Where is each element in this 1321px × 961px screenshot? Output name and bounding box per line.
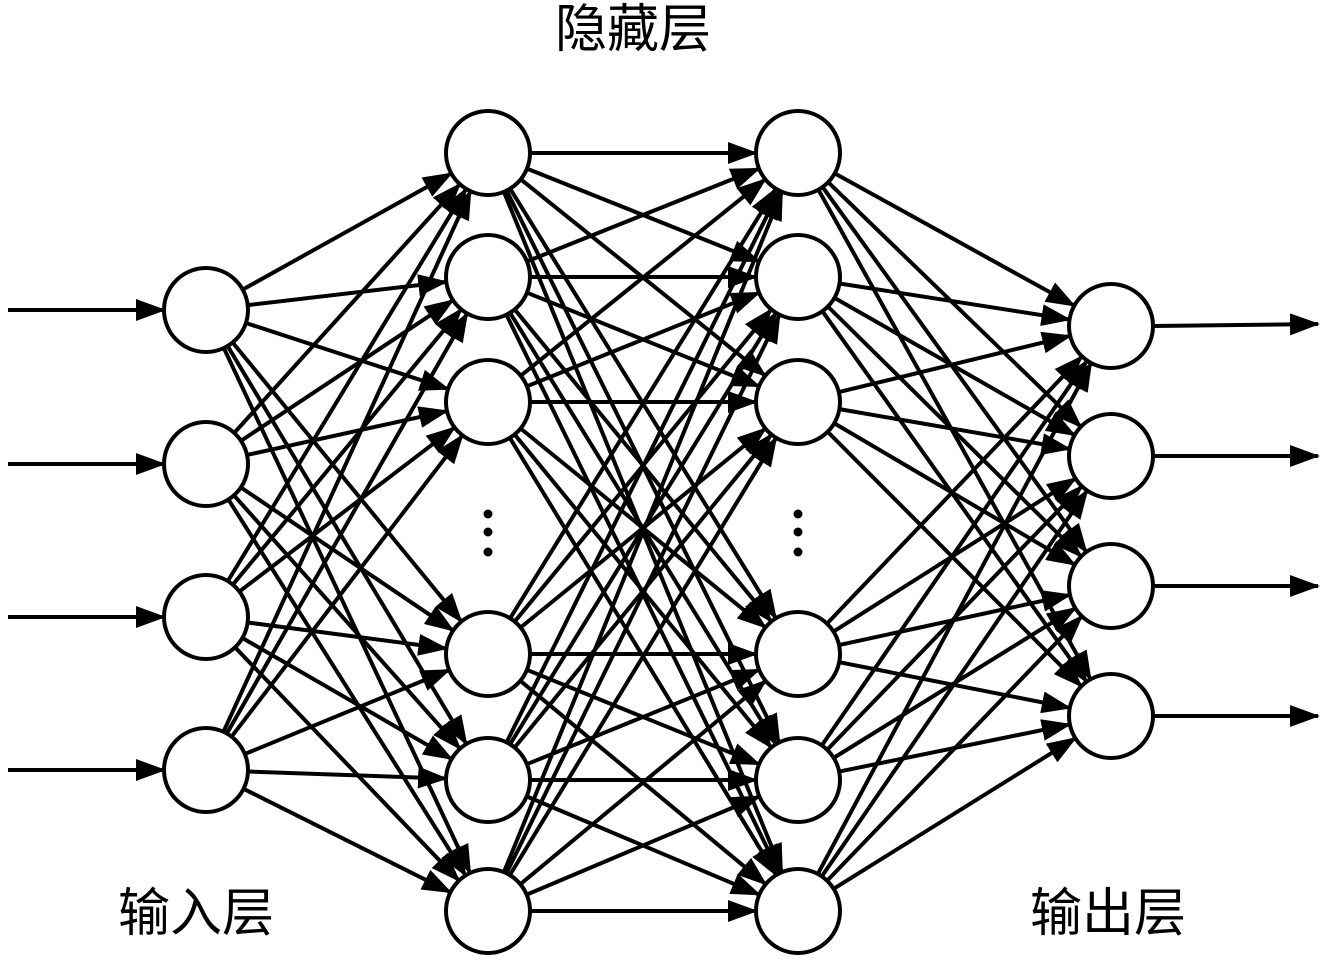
neuron-hidden-1-2 bbox=[444, 358, 532, 446]
connection-0-2-4 bbox=[241, 636, 454, 761]
neuron-output-2 bbox=[1067, 542, 1155, 630]
connection-0-3-2 bbox=[229, 433, 465, 738]
connection-2-2-2 bbox=[833, 421, 1077, 567]
connection-0-2-2 bbox=[238, 425, 457, 594]
ellipsis-dot-hidden-1-1 bbox=[483, 527, 493, 537]
connection-0-0-2 bbox=[245, 321, 450, 391]
connection-0-1-5 bbox=[226, 498, 468, 878]
neuron-hidden-1-3 bbox=[444, 610, 532, 698]
connection-2-5-0 bbox=[816, 361, 1093, 875]
connection-1-5-1 bbox=[504, 312, 782, 875]
io-arrows bbox=[8, 299, 1320, 781]
connection-1-5-4 bbox=[525, 794, 762, 897]
connection-0-2-3 bbox=[247, 620, 449, 656]
neuron-hidden-1-4 bbox=[444, 736, 532, 824]
neuron-hidden-2-4 bbox=[754, 736, 842, 824]
neuron-hidden-2-1 bbox=[754, 233, 842, 321]
connection-0-0-1 bbox=[247, 274, 449, 308]
ellipsis-dot-hidden-2-1 bbox=[793, 527, 803, 537]
neuron-output-0 bbox=[1067, 282, 1155, 370]
connection-0-2-5 bbox=[233, 645, 461, 883]
connection-2-4-0 bbox=[820, 358, 1089, 747]
connection-1-5-2 bbox=[508, 436, 778, 877]
connection-1-1-0 bbox=[526, 166, 761, 264]
neuron-hidden-2-3 bbox=[754, 610, 842, 698]
ellipsis-dot-hidden-2-0 bbox=[793, 509, 803, 519]
connection-2-1-3 bbox=[820, 310, 1089, 684]
connection-2-0-1 bbox=[826, 180, 1083, 429]
neuron-hidden-2-0 bbox=[754, 109, 842, 197]
input-layer-label: 输入层 bbox=[118, 884, 275, 944]
connection-0-3-1 bbox=[225, 311, 469, 735]
connection-2-0-2 bbox=[820, 185, 1089, 554]
connection-2-5-3 bbox=[832, 736, 1078, 891]
hidden-layer-label: 隐藏层 bbox=[555, 0, 712, 60]
connection-0-0-3 bbox=[231, 341, 463, 624]
neuron-hidden-2-2 bbox=[754, 358, 842, 446]
output-layer-label: 输出层 bbox=[1030, 884, 1187, 944]
neuron-input-0 bbox=[162, 266, 250, 354]
neuron-input-1 bbox=[162, 420, 250, 508]
output-arrow-0 bbox=[1152, 313, 1320, 336]
connection-0-2-0 bbox=[226, 187, 468, 583]
connection-0-3-5 bbox=[242, 786, 453, 895]
connection-2-0-0 bbox=[833, 171, 1076, 308]
neuron-hidden-1-0 bbox=[444, 109, 532, 197]
neuron-input-2 bbox=[162, 573, 250, 661]
connection-1-5-0 bbox=[502, 190, 784, 873]
connection-0-0-0 bbox=[241, 171, 454, 292]
connection-0-1-0 bbox=[232, 182, 462, 435]
connection-0-1-3 bbox=[239, 485, 455, 633]
neurons bbox=[162, 109, 1155, 955]
connection-2-3-0 bbox=[825, 354, 1084, 625]
connection-2-5-2 bbox=[825, 614, 1084, 883]
connection-0-3-0 bbox=[221, 189, 473, 733]
connection-2-2-3 bbox=[826, 430, 1083, 688]
neuron-input-3 bbox=[162, 726, 250, 814]
connection-0-1-1 bbox=[239, 298, 455, 443]
connection-2-5-1 bbox=[820, 488, 1089, 878]
connection-1-2-0 bbox=[519, 177, 767, 378]
neuron-hidden-1-1 bbox=[444, 233, 532, 321]
ellipsis-dot-hidden-1-0 bbox=[483, 509, 493, 519]
connection-2-1-0 bbox=[839, 281, 1072, 327]
neuron-output-1 bbox=[1067, 412, 1155, 500]
connection-0-3-4 bbox=[247, 766, 449, 789]
connection-0-2-1 bbox=[231, 307, 463, 586]
connection-0-3-3 bbox=[244, 668, 452, 756]
connection-0-1-2 bbox=[246, 406, 449, 457]
neuron-hidden-2-5 bbox=[754, 867, 842, 955]
neuron-hidden-1-5 bbox=[444, 867, 532, 955]
ellipsis-marks bbox=[483, 509, 803, 557]
connection-2-0-3 bbox=[816, 188, 1093, 682]
connection-1-5-3 bbox=[519, 679, 768, 886]
connection-2-1-2 bbox=[826, 305, 1083, 558]
connection-2-2-1 bbox=[839, 407, 1072, 455]
ellipsis-dot-hidden-2-2 bbox=[793, 547, 803, 557]
connection-1-4-0 bbox=[504, 188, 782, 744]
connection-1-3-0 bbox=[508, 187, 778, 620]
connections bbox=[221, 142, 1093, 922]
connection-2-1-1 bbox=[833, 296, 1077, 437]
neuron-output-3 bbox=[1067, 672, 1155, 760]
ellipsis-dot-hidden-1-2 bbox=[483, 547, 493, 557]
connection-2-2-0 bbox=[838, 331, 1073, 395]
